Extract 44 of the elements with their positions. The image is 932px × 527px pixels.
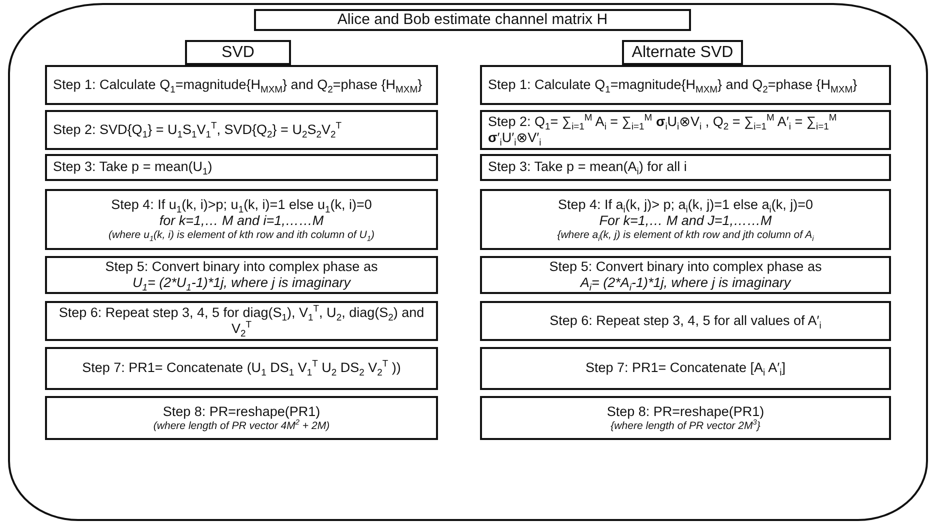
step-box: [480, 301, 891, 341]
step-box: [480, 347, 891, 390]
step-note: {where a$_{i}$(k, j) is element of kth row and jth column of A$_{i}$: [556, 229, 815, 242]
step-box: [45, 110, 438, 150]
step-text: Step 1: Calculate Q$_{1}$=magnitude{H$_{MXM}$} and Q$_{2}$=phase {H$_{MXM}$}: [488, 76, 858, 94]
step-text: Step 5: Convert binary into complex phase as: [548, 258, 823, 275]
step-text: Step 3: Take p = mean(U$_{1}$): [53, 159, 214, 176]
step-text: Step 4: If u$_{1}$(k, i)>p; u$_{1}$(k, i)=1 else u$_{1}$(k, i)=0: [110, 197, 373, 214]
step-text: Step 1: Calculate Q$_{1}$=magnitude{H$_{MXM}$} and Q$_{2}$=phase {H$_{MXM}$}: [53, 76, 424, 94]
step-text: SVD: [220, 42, 256, 62]
step-text: Alternate SVD: [630, 42, 734, 62]
step-box: [480, 189, 891, 250]
step-box: [45, 301, 438, 341]
step-note: A$_{i}$= (2*A$_{i}$-1)*1j, where j is imaginary: [578, 275, 792, 292]
step-note: {where length of PR vector 2M$^{3}$}: [610, 420, 760, 432]
step-box: [45, 347, 438, 390]
step-box: [480, 110, 891, 150]
rounded-frame: [8, 3, 928, 521]
step-note: (where u$_{1}$(k, i) is element of kth row and ith column of U$_{1}$): [108, 229, 376, 242]
step-note: for k=1,… M and i=1,……M: [158, 213, 325, 230]
step-text: Step 4: If a$_{i}$(k, j)> p; a$_{i}$(k, j)=1 else a$_{i}$(k, j)=0: [556, 197, 814, 214]
step-box: [480, 65, 891, 105]
title-box: [254, 9, 691, 31]
step-text: Step 7: PR1= Concatenate (U$_{1}$ DS$_{1}$ V$_{1}$$^{T}$ U$_{2}$ DS$_{2}$ V$_{2}$$^{T}$ )): [81, 360, 402, 377]
step-box: [45, 256, 438, 294]
step-text: Step 5: Convert binary into complex phase as: [104, 258, 379, 275]
step-note: (where length of PR vector 4M$^{2}$ + 2M): [152, 420, 331, 432]
step-box: [480, 396, 891, 440]
step-box: [45, 65, 438, 105]
column-header-box: [622, 40, 743, 65]
step-text: Step 7: PR1= Concatenate [A$_{i}$ A′$_{i}$]: [584, 360, 787, 377]
step-note: U$_{1}$= (2*U$_{1}$-1)*1j, where j is imaginary: [132, 275, 352, 292]
step-text: Step 8: PR=reshape(PR1): [606, 404, 766, 419]
step-text: Step 8: PR=reshape(PR1): [162, 404, 322, 419]
step-text: Alice and Bob estimate channel matrix H: [336, 11, 609, 29]
step-box: [480, 256, 891, 294]
column-header-box: [185, 40, 291, 65]
step-note: For k=1,… M and J=1,……M: [598, 213, 773, 230]
step-text: Step 3: Take p = mean(A$_{i}$) for all i: [488, 159, 688, 176]
step-box: [45, 154, 438, 181]
step-box: [480, 154, 891, 181]
step-box: [45, 189, 438, 250]
step-text: Step 6: Repeat step 3, 4, 5 for all values of A′$_{i}$: [548, 312, 822, 330]
step-box: [45, 396, 438, 440]
